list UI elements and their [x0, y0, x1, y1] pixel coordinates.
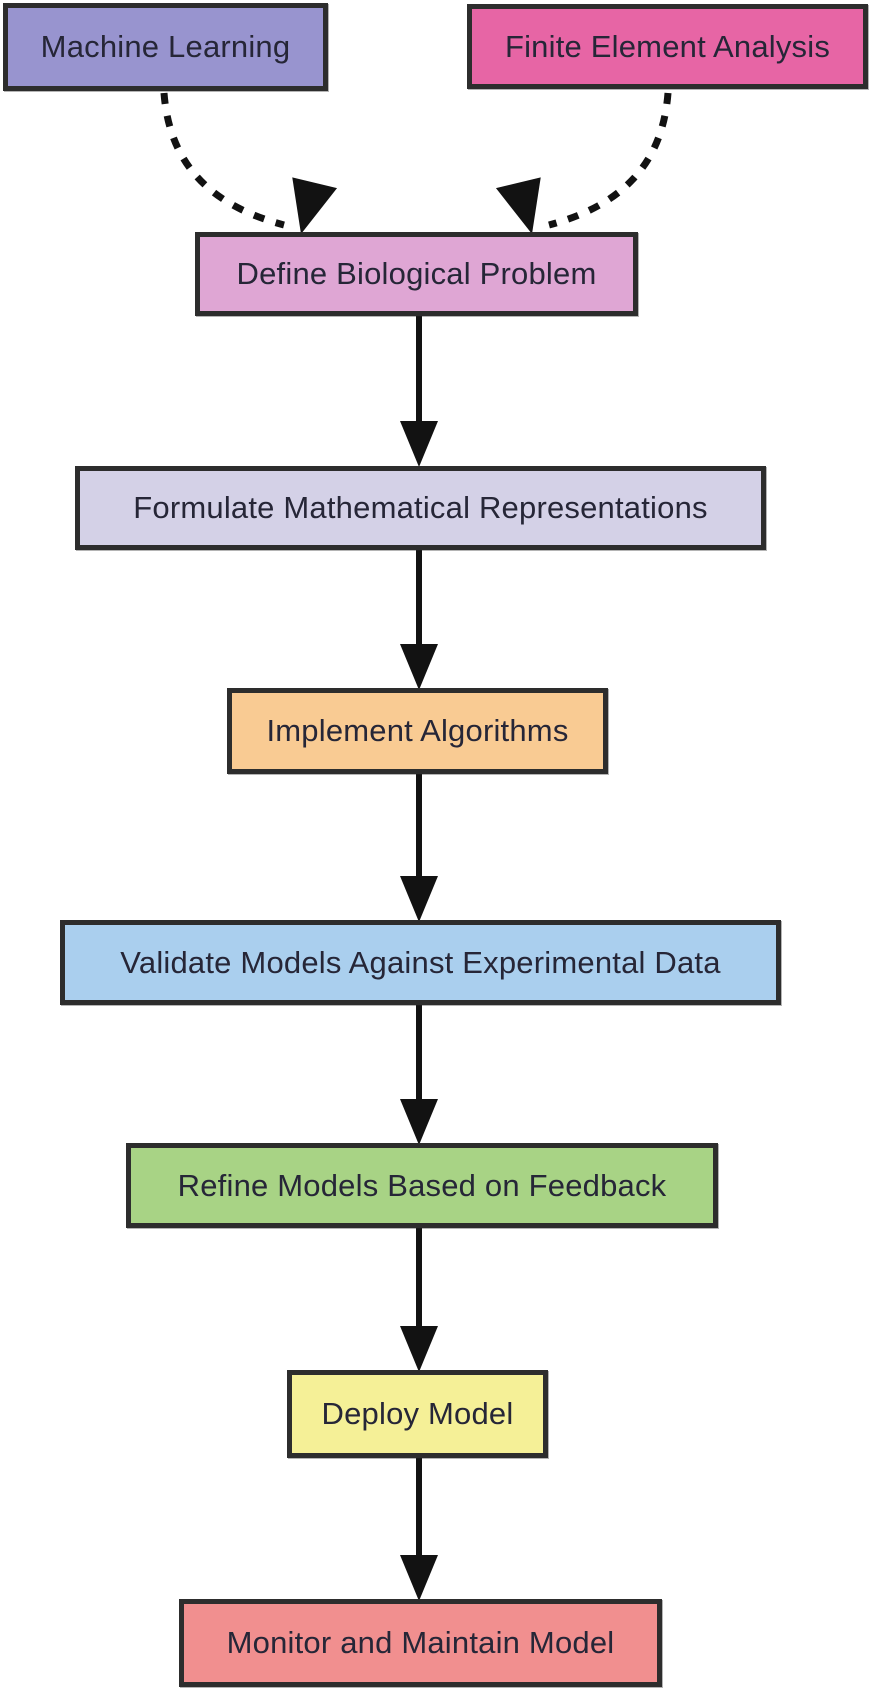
node-validate-models-label: Validate Models Against Experimental Dat… — [120, 944, 721, 980]
arrowhead-formulate-to-implement — [400, 644, 438, 690]
arrowhead-define-to-formulate — [400, 421, 438, 467]
edge-fea-to-define — [548, 92, 672, 229]
node-deploy-model-label: Deploy Model — [321, 1396, 514, 1431]
node-refine-models: Refine Models Based on Feedback — [126, 1143, 718, 1228]
arrowhead-fea-to-define — [495, 177, 541, 234]
arrowhead-deploy-to-monitor — [400, 1555, 438, 1601]
node-formulate-mathematical-representations-label: Formulate Mathematical Representations — [133, 490, 708, 525]
node-deploy-model: Deploy Model — [287, 1370, 548, 1458]
node-implement-algorithms-label: Implement Algorithms — [266, 713, 569, 748]
node-refine-models-label: Refine Models Based on Feedback — [177, 1167, 667, 1203]
arrowhead-refine-to-deploy — [400, 1326, 438, 1372]
node-validate-models: Validate Models Against Experimental Dat… — [60, 920, 781, 1005]
node-monitor-maintain-model: Monitor and Maintain Model — [179, 1599, 662, 1687]
arrowhead-implement-to-validate — [400, 876, 438, 922]
node-define-biological-problem-label: Define Biological Problem — [236, 256, 597, 291]
node-finite-element-analysis-label: Finite Element Analysis — [504, 28, 831, 64]
edge-machine-learning-to-define — [160, 92, 285, 229]
arrowhead-validate-to-refine — [400, 1099, 438, 1145]
node-finite-element-analysis: Finite Element Analysis — [467, 4, 868, 89]
node-machine-learning-label: Machine Learning — [40, 29, 291, 64]
node-machine-learning: Machine Learning — [3, 3, 328, 91]
node-implement-algorithms: Implement Algorithms — [227, 688, 608, 774]
node-monitor-maintain-model-label: Monitor and Maintain Model — [226, 1625, 615, 1660]
node-define-biological-problem: Define Biological Problem — [195, 232, 638, 316]
arrowhead-machine-learning-to-define — [292, 177, 338, 234]
node-formulate-mathematical-representations: Formulate Mathematical Representations — [75, 466, 766, 550]
